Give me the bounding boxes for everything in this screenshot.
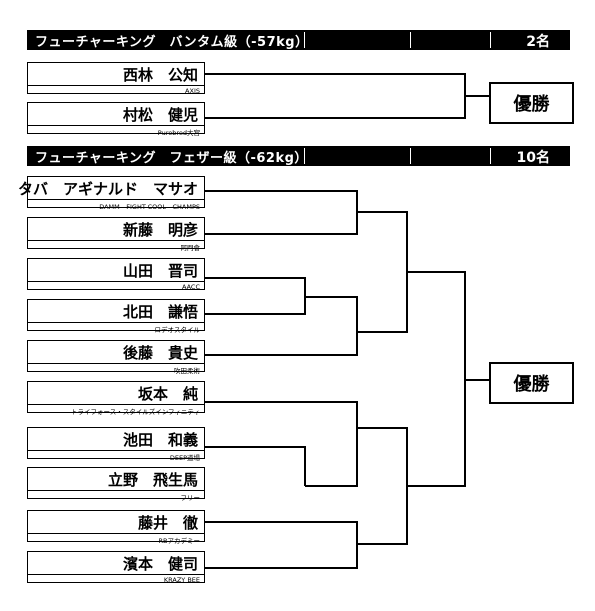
entry-divider bbox=[28, 125, 204, 126]
entry-divider bbox=[28, 199, 204, 200]
bracket-header-bantam: フューチャーキング バンタム級（-57kg） 2名 bbox=[27, 30, 570, 50]
fighter-team: Purebred大宮 bbox=[157, 129, 200, 137]
header-separator bbox=[490, 32, 491, 48]
fighter-entry: 立野 飛生馬 フリー bbox=[27, 467, 205, 502]
header-separator bbox=[304, 148, 305, 164]
fighter-name: 村松 健児 bbox=[122, 106, 198, 124]
fighter-team: フリー bbox=[180, 494, 201, 502]
header-separator bbox=[304, 32, 305, 48]
entry-divider bbox=[28, 363, 204, 364]
fighter-team: DAMM FIGHT-COOL CHAMPS bbox=[99, 203, 200, 211]
fighter-team: トライフォース・スタイルズインフィニティ bbox=[71, 408, 200, 416]
bracket-connector bbox=[357, 211, 408, 333]
fighter-team: DEEP道場 bbox=[169, 454, 200, 462]
bracket-connector bbox=[205, 521, 358, 569]
entry-divider bbox=[28, 533, 204, 534]
header-separator bbox=[490, 148, 491, 164]
division-title: フューチャーキング バンタム級（-57kg） bbox=[35, 35, 309, 50]
fighter-name: 坂本 純 bbox=[137, 385, 198, 403]
fighter-entry: 新藤 明彦 阿門會 bbox=[27, 217, 205, 252]
entry-divider bbox=[28, 404, 204, 405]
fighter-entry: 北田 謙悟 ロデオスタイル bbox=[27, 299, 205, 334]
header-separator bbox=[410, 148, 411, 164]
fighter-name: 濱本 健司 bbox=[122, 555, 198, 573]
participant-count: 10名 bbox=[516, 150, 550, 166]
fighter-team: AXIS bbox=[185, 87, 200, 95]
fighter-name: 山田 晋司 bbox=[122, 262, 198, 280]
fighter-name: 後藤 貴史 bbox=[122, 344, 198, 362]
entry-divider bbox=[28, 490, 204, 491]
fighter-name: タバ アギナルド マサオ bbox=[17, 180, 198, 198]
entry-divider bbox=[28, 85, 204, 86]
fighter-name: 立野 飛生馬 bbox=[107, 471, 198, 489]
fighter-entry: 坂本 純 トライフォース・スタイルズインフィニティ bbox=[27, 381, 205, 416]
fighter-team: AACC bbox=[181, 283, 200, 291]
entry-divider bbox=[28, 322, 204, 323]
bracket-connector bbox=[205, 190, 358, 235]
bracket-connector bbox=[205, 401, 358, 487]
fighter-name: 新藤 明彦 bbox=[122, 221, 198, 239]
fighter-entry: 村松 健児 Purebred大宮 bbox=[27, 102, 205, 137]
bracket-connector bbox=[205, 73, 466, 119]
fighter-team: 吹田柔術 bbox=[174, 367, 200, 375]
division-title: フューチャーキング フェザー級（-62kg） bbox=[35, 151, 308, 166]
fighter-team: RBアカデミー bbox=[158, 537, 200, 545]
bracket-connector bbox=[205, 446, 306, 486]
fighter-entry: 後藤 貴史 吹田柔術 bbox=[27, 340, 205, 375]
champion-box: 優勝 bbox=[489, 82, 574, 124]
champion-box: 優勝 bbox=[489, 362, 574, 404]
fighter-name: 池田 和義 bbox=[122, 431, 198, 449]
entry-divider bbox=[28, 574, 204, 575]
fighter-team: 阿門會 bbox=[180, 244, 201, 252]
fighter-entry: 濱本 健司 KRAZY BEE bbox=[27, 551, 205, 584]
fighter-entry: タバ アギナルド マサオ DAMM FIGHT-COOL CHAMPS bbox=[18, 176, 205, 211]
header-separator bbox=[410, 32, 411, 48]
participant-count: 2名 bbox=[526, 34, 550, 50]
fighter-name: 藤井 徹 bbox=[137, 514, 198, 532]
bracket-connector bbox=[205, 277, 306, 315]
fighter-entry: 池田 和義 DEEP道場 bbox=[27, 427, 205, 462]
bracket-header-feather: フューチャーキング フェザー級（-62kg） 10名 bbox=[27, 146, 570, 166]
entry-divider bbox=[28, 450, 204, 451]
fighter-name: 北田 謙悟 bbox=[122, 303, 198, 321]
bracket-connector bbox=[407, 271, 466, 487]
entry-divider bbox=[28, 281, 204, 282]
fighter-team: ロデオスタイル bbox=[154, 326, 201, 334]
bracket-connector bbox=[205, 296, 358, 356]
fighter-team: KRAZY BEE bbox=[163, 576, 200, 584]
fighter-entry: 山田 晋司 AACC bbox=[27, 258, 205, 291]
fighter-name: 西林 公知 bbox=[122, 66, 198, 84]
fighter-entry: 藤井 徹 RBアカデミー bbox=[27, 510, 205, 545]
entry-divider bbox=[28, 240, 204, 241]
bracket-connector bbox=[357, 427, 408, 545]
fighter-entry: 西林 公知 AXIS bbox=[27, 62, 205, 95]
